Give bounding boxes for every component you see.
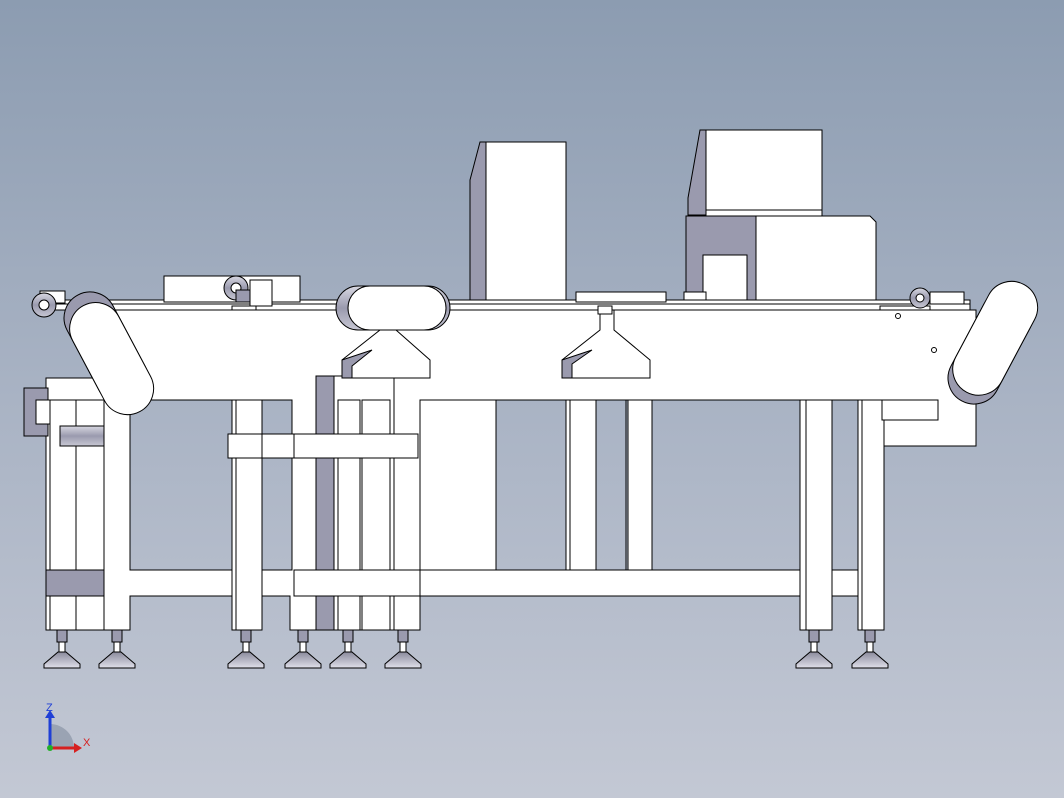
left-top-module[interactable] bbox=[461, 141, 567, 311]
triad-z-label: Z bbox=[46, 702, 53, 714]
triad-origin bbox=[47, 745, 53, 751]
triad-z-arrow-icon bbox=[45, 710, 55, 718]
orientation-triad[interactable]: Z X bbox=[45, 702, 91, 753]
leveling-feet bbox=[43, 629, 889, 669]
left-incline-roller[interactable] bbox=[55, 283, 163, 424]
cabinet-panel[interactable] bbox=[419, 399, 497, 571]
left-leg-assembly[interactable] bbox=[23, 377, 105, 631]
triad-x-label: X bbox=[83, 737, 91, 749]
triad-y-quadrant bbox=[50, 724, 74, 748]
right-incline-roller[interactable] bbox=[939, 272, 1047, 413]
hanger-brackets bbox=[341, 305, 651, 379]
right-side-bracket[interactable] bbox=[881, 313, 939, 421]
idler-rollers bbox=[31, 275, 931, 318]
right-top-module[interactable] bbox=[687, 129, 823, 217]
center-roller[interactable] bbox=[335, 285, 451, 331]
triad-x-arrow-icon bbox=[74, 743, 82, 753]
center-column-assembly[interactable] bbox=[227, 375, 421, 631]
